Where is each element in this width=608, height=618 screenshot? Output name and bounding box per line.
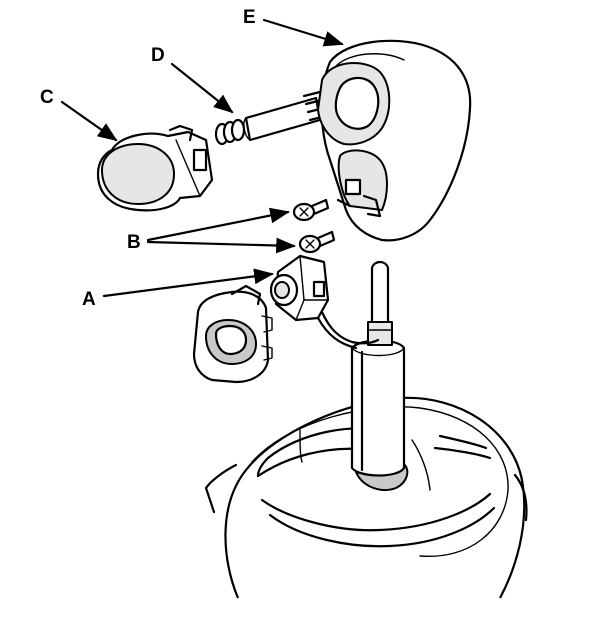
- console-base-plate: [204, 396, 528, 599]
- callout-label-b: B: [127, 232, 141, 253]
- part-c-push-button: [96, 124, 214, 212]
- part-e-shift-knob: [317, 39, 472, 242]
- shift-lever-shaft: [350, 260, 406, 477]
- callout-label-d: D: [151, 45, 165, 66]
- switch-wire: [320, 310, 380, 345]
- leader-e: [262, 18, 344, 47]
- part-a-switch: [269, 254, 330, 322]
- leader-b-upper: [146, 207, 290, 242]
- part-b-screw-upper: [292, 198, 330, 222]
- knob-bezel: [192, 284, 273, 384]
- callout-label-a: A: [82, 289, 96, 310]
- part-b-screw-lower: [298, 230, 336, 254]
- callout-label-c: C: [40, 87, 54, 108]
- callout-label-e: E: [243, 7, 256, 28]
- leader-d: [170, 62, 234, 114]
- part-d-spring-and-rod: [214, 90, 328, 146]
- leader-c: [60, 100, 118, 142]
- leader-lines: [60, 18, 344, 298]
- leader-a: [102, 268, 274, 298]
- leader-b-lower: [146, 237, 296, 254]
